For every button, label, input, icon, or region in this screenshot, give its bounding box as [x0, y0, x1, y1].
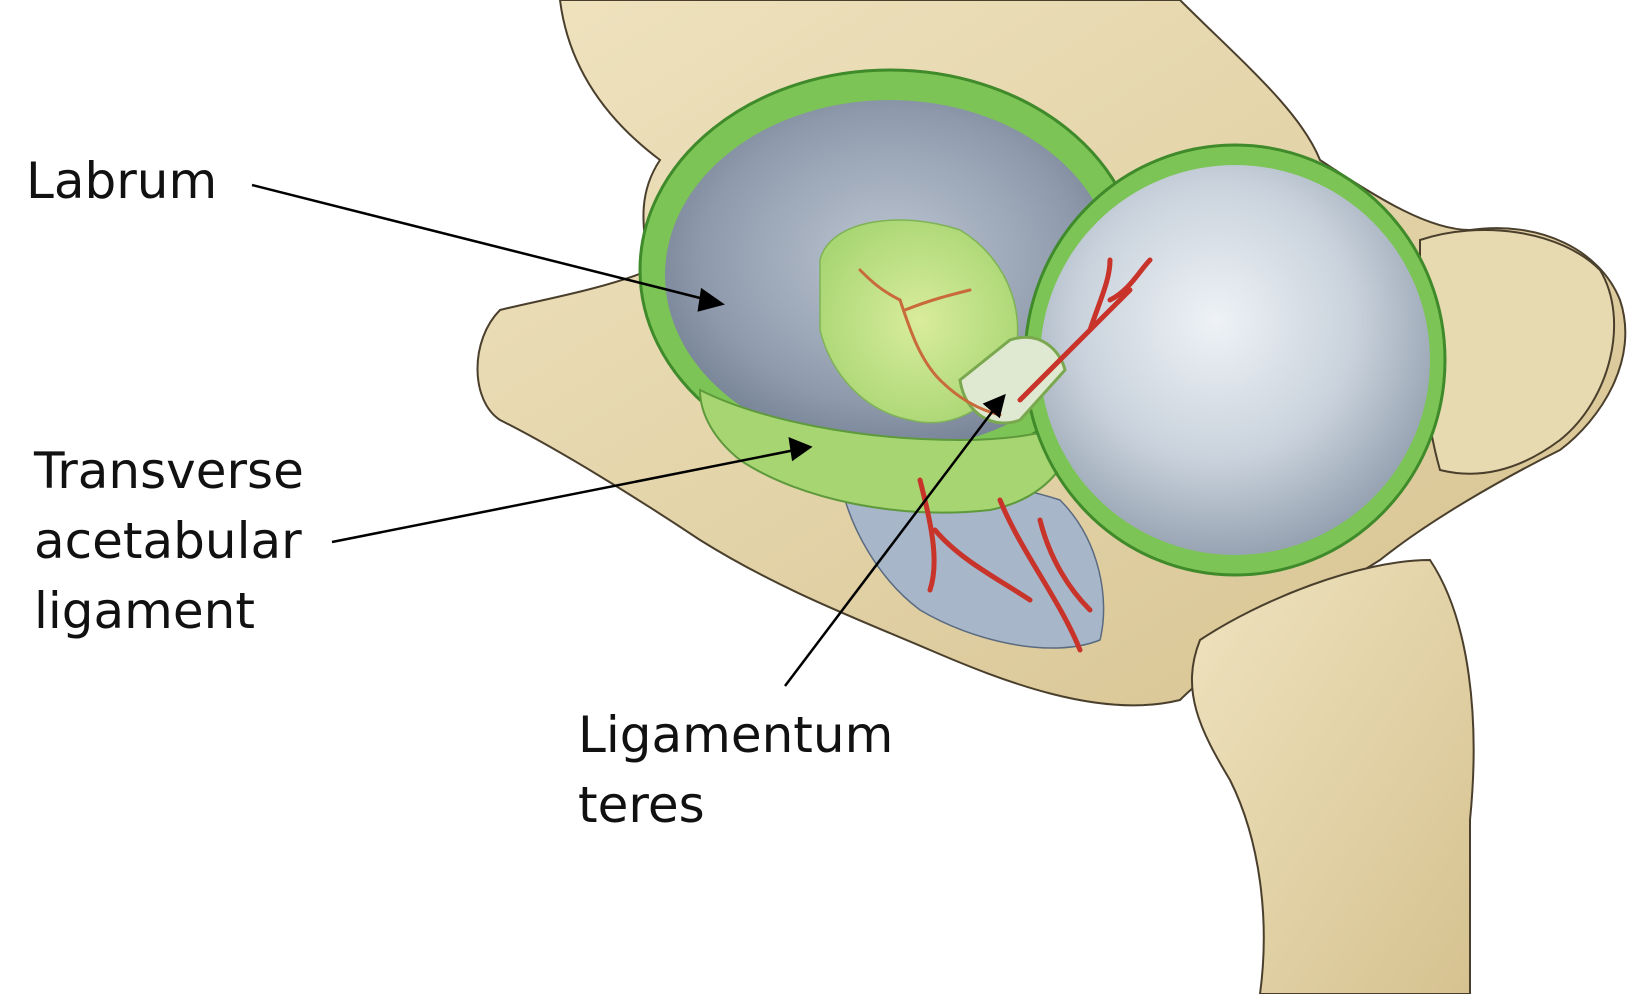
greater-trochanter: [1418, 229, 1616, 475]
labrum-arrow: [251, 183, 725, 312]
ligamentum-teres-band: [958, 335, 1067, 425]
femur-shaft: [1191, 558, 1475, 994]
teres-arrow: [784, 393, 1006, 687]
label-transverse-acetabular-ligament: Transverse acetabular ligament: [34, 442, 304, 640]
label-labrum: Labrum: [26, 152, 218, 210]
transverse-arrow: [331, 437, 813, 544]
label-ligamentum-teres: Ligamentum teres: [578, 706, 894, 834]
femoral-head: [1040, 165, 1430, 555]
arteries: [917, 257, 1153, 653]
